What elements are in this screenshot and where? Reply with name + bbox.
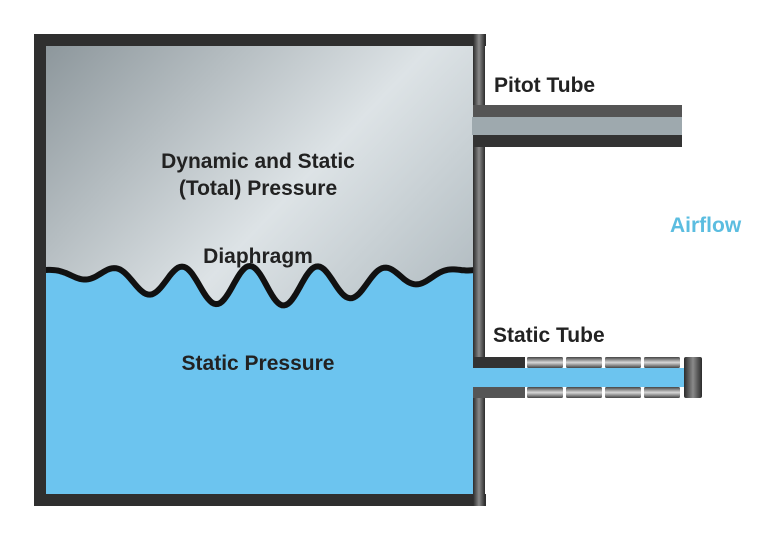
static-port-segment [644, 387, 680, 398]
static-port-segment [605, 357, 641, 368]
box-wall-right-middle [473, 135, 485, 368]
pitot-tube-label: Pitot Tube [494, 74, 595, 97]
pitot-tube-upper-wall [473, 105, 682, 117]
static-tube-end-cap [684, 357, 702, 398]
box-wall-top [34, 34, 486, 46]
box-wall-left [34, 34, 46, 506]
static-tube-lower-wall [473, 387, 525, 398]
box-wall-bottom [34, 494, 486, 506]
diaphragm [43, 262, 477, 309]
static-port-segment [566, 387, 602, 398]
pitot-tube-lower-wall [473, 135, 682, 147]
static-port-segment [605, 387, 641, 398]
box-wall-right-lower [473, 387, 485, 506]
static-tube-channel [472, 368, 694, 387]
upper-chamber-label-line1: Dynamic and Static [161, 150, 355, 173]
static-port-segment [527, 387, 563, 398]
static-tube-label: Static Tube [493, 324, 605, 347]
static-port-segments [527, 357, 680, 398]
static-port-segment [644, 357, 680, 368]
static-pressure-label: Static Pressure [182, 352, 335, 375]
upper-chamber-label-line2: (Total) Pressure [179, 177, 337, 200]
box-wall-right-upper [473, 34, 485, 117]
static-pressure-chamber [46, 266, 474, 496]
pitot-tube-channel [472, 117, 682, 135]
static-port-segment [566, 357, 602, 368]
static-port-segment [527, 357, 563, 368]
diaphragm-label: Diaphragm [203, 245, 313, 268]
airflow-label: Airflow [670, 214, 742, 237]
static-tube-upper-wall [473, 357, 525, 368]
